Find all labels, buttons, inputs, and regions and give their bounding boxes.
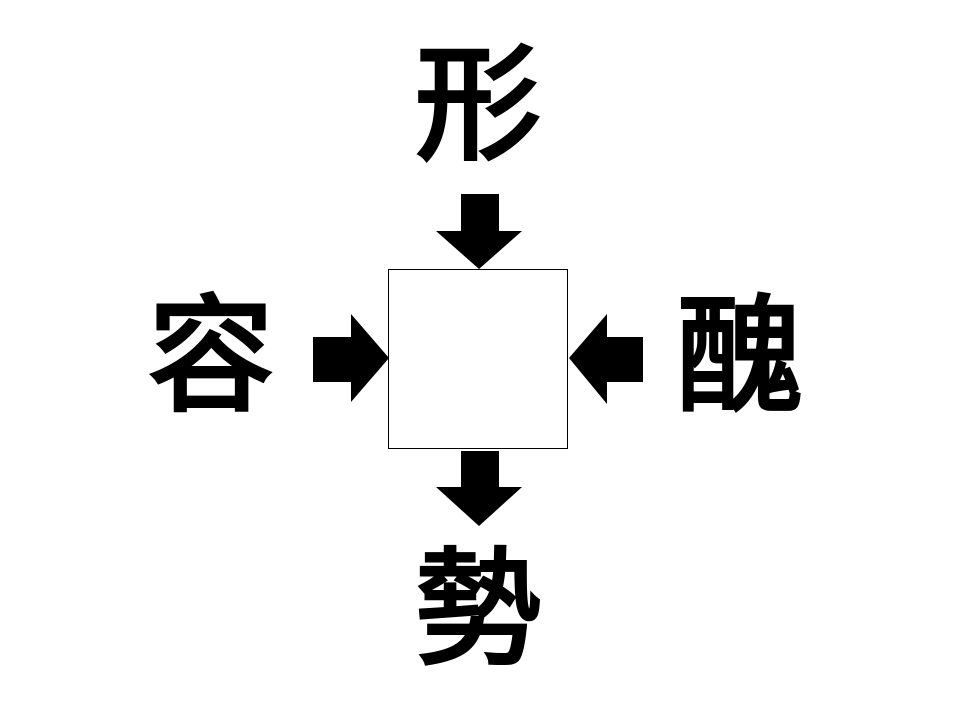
arrow-down-icon [436,194,522,269]
right-kanji: 醜 [677,283,803,430]
arrow-down-icon [436,451,522,526]
top-kanji: 形 [415,32,541,179]
arrow-left-icon [569,314,643,404]
left-kanji: 容 [148,283,274,430]
bottom-kanji: 勢 [415,536,541,683]
answer-box[interactable] [388,269,568,449]
arrow-right-icon [313,314,389,402]
